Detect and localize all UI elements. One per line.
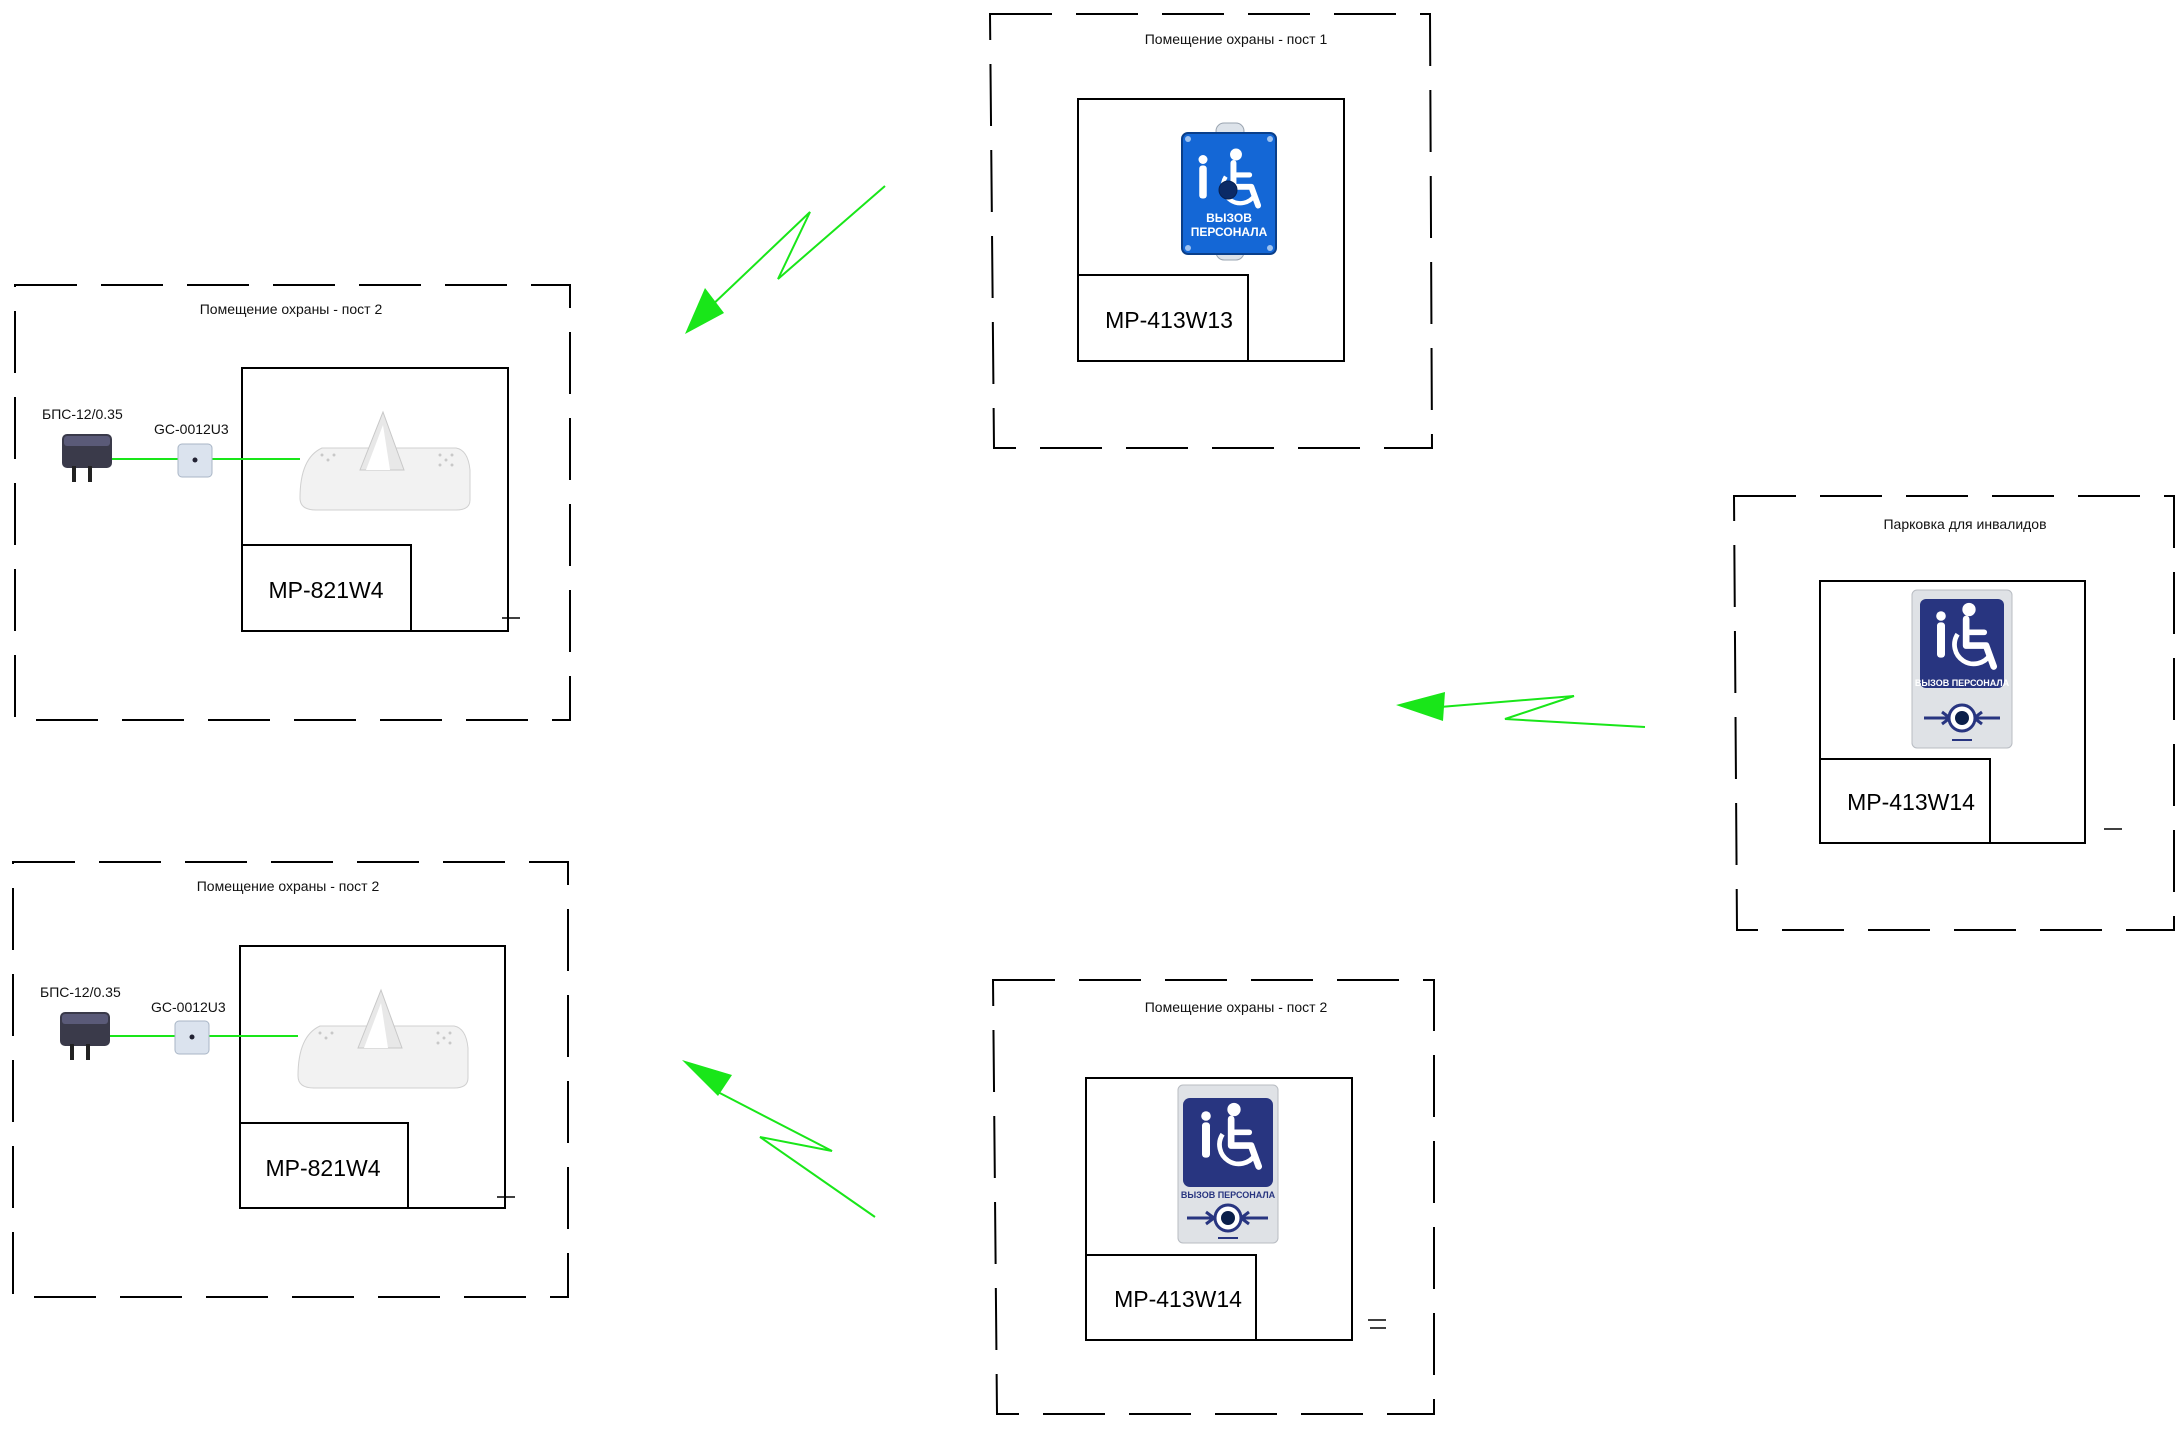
model-label-frame [239, 1122, 409, 1209]
room-post2-receiver-bottom: Помещение охраны - пост 2 МР-821W4 БПС-1… [12, 861, 569, 1298]
sign-text-line1: ВЫЗОВ [1206, 211, 1252, 225]
model-label-frame [241, 544, 412, 632]
call-button [1955, 711, 1969, 725]
radio-link-post2-button-to-receiver-bottom [682, 1060, 876, 1218]
room-title: Помещение охраны - пост 2 [200, 301, 383, 317]
psu-label: БПС-12/0.35 [40, 984, 121, 1000]
room-title: Помещение охраны - пост 2 [1145, 999, 1328, 1015]
psu-label: БПС-12/0.35 [42, 406, 123, 422]
model-label: МР-821W4 [265, 1155, 380, 1181]
room-title: Помещение охраны - пост 1 [1145, 31, 1328, 47]
room-parking: Парковка для инвалидов МР-413W14 ВЫЗОВ П… [1732, 495, 2175, 931]
adapter-label: GC-0012U3 [154, 421, 229, 437]
model-label-frame [1819, 758, 1991, 844]
model-label: МР-821W4 [268, 577, 383, 603]
model-label: МР-413W14 [1847, 789, 1975, 815]
room-boundary [991, 979, 1435, 1415]
staff-icon [1198, 155, 1208, 199]
model-label-frame [1085, 1254, 1257, 1341]
frame-mark [1368, 1319, 1386, 1329]
room-boundary [14, 284, 571, 721]
room-title: Парковка для инвалидов [1883, 516, 2046, 532]
room-boundary [1732, 495, 2175, 931]
adapter-icon [174, 1020, 210, 1055]
room-boundary [988, 13, 1434, 449]
model-label: МР-413W13 [1105, 307, 1233, 333]
room-title: Помещение охраны - пост 2 [197, 878, 380, 894]
call-button-sign: ВЫЗОВ ПЕРСОНАЛА [1181, 122, 1277, 261]
room-post1: Помещение охраны - пост 1 МР-413W13 ВЫЗО… [988, 13, 1434, 449]
call-button-sign: ВЫЗОВ ПЕРСОНАЛА [1911, 589, 2013, 749]
power-supply-icon [60, 1012, 110, 1060]
room-boundary [12, 861, 569, 1298]
call-button-sign: ВЫЗОВ ПЕРСОНАЛА [1177, 1084, 1279, 1244]
model-label: МР-413W14 [1114, 1286, 1242, 1312]
adapter-icon [177, 443, 213, 478]
adapter-label: GC-0012U3 [151, 999, 226, 1015]
sign-text: ВЫЗОВ ПЕРСОНАЛА [1181, 1190, 1276, 1200]
call-button [1221, 1211, 1235, 1225]
receiver-icon [297, 988, 469, 1089]
radio-link-post1-to-receiver-top [685, 185, 886, 334]
power-supply-icon [62, 434, 112, 482]
staff-icon [1936, 611, 1946, 658]
room-post2-button: Помещение охраны - пост 2 МР-413W14 ВЫЗО… [991, 979, 1435, 1415]
staff-icon [1201, 1111, 1211, 1158]
call-button [1218, 180, 1238, 200]
receiver-icon [299, 410, 471, 511]
sign-text-line2: ПЕРСОНАЛА [1191, 225, 1268, 239]
model-label-frame [1077, 274, 1249, 362]
room-post2-receiver-top: Помещение охраны - пост 2 МР-821W4 БПС-1… [14, 284, 571, 721]
sign-text: ВЫЗОВ ПЕРСОНАЛА [1915, 678, 2010, 688]
radio-link-parking-to-post2-button [1396, 692, 1646, 728]
